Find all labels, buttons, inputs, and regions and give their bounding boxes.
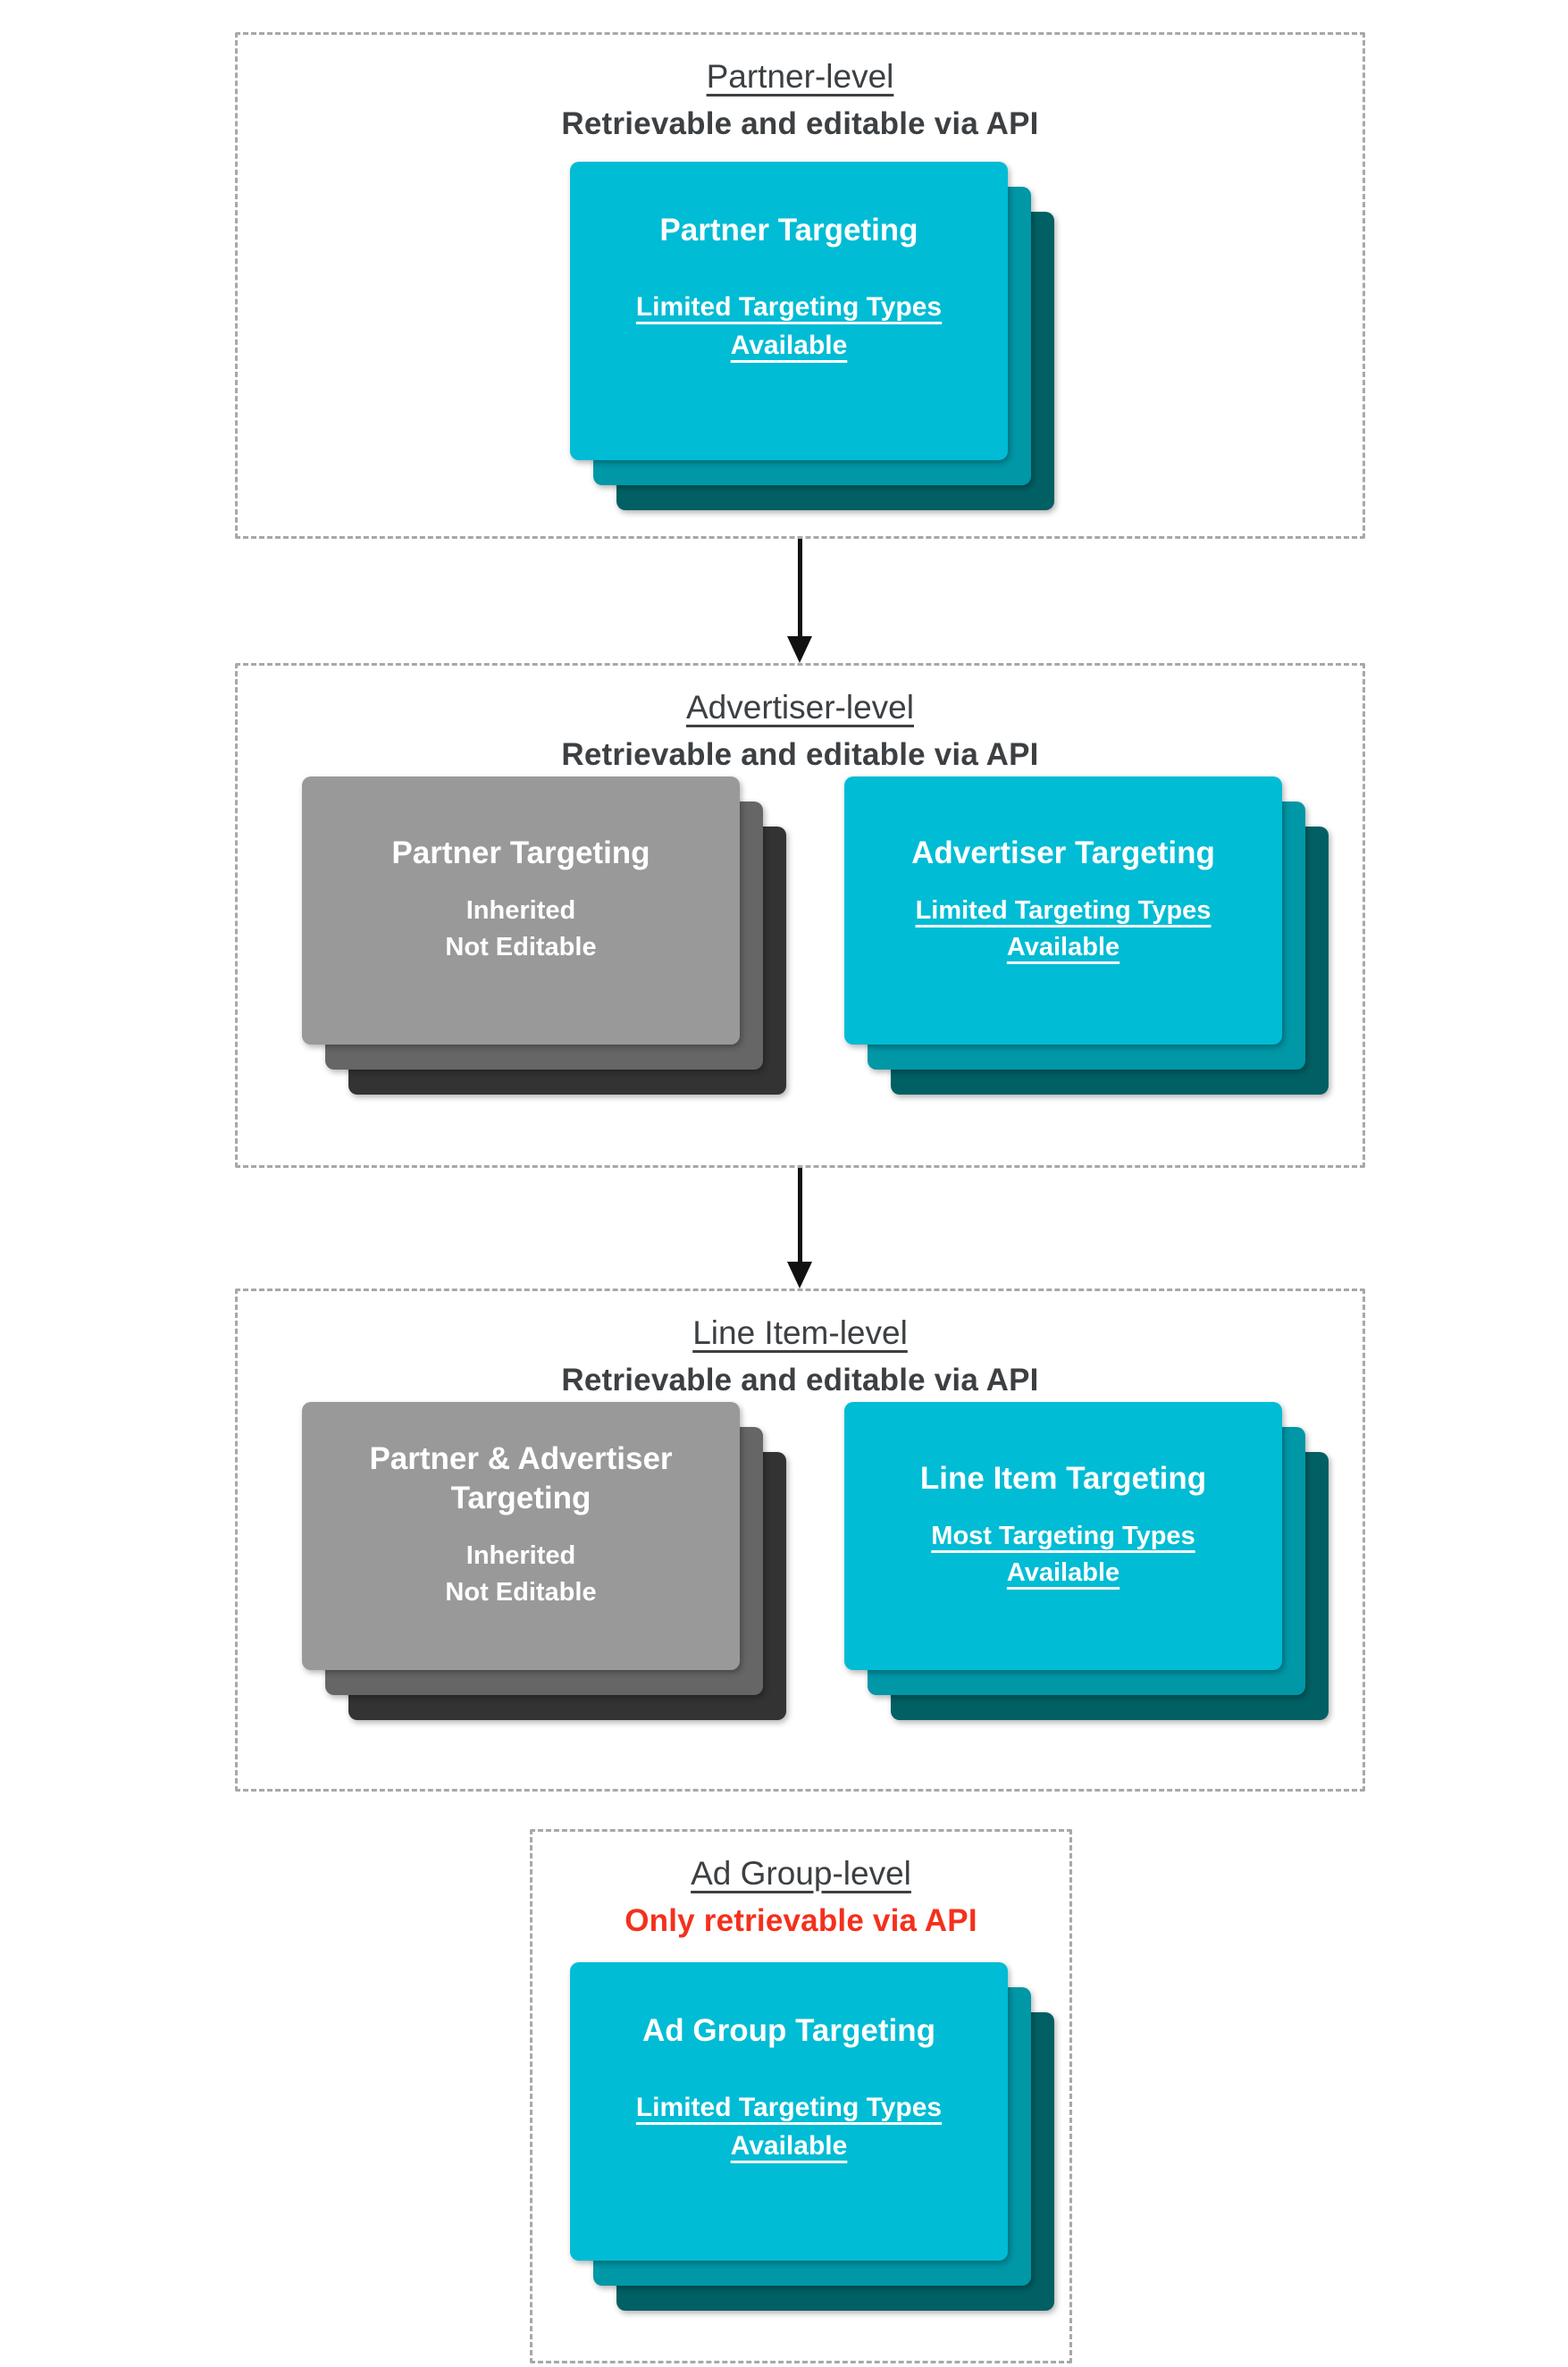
card-advertiser-targeting: Advertiser Targeting Limited Targeting T…: [844, 776, 1282, 1045]
card-stack-inherited-partner-advertiser-targeting: Partner & Advertiser Targeting Inherited…: [302, 1402, 786, 1720]
card-content: Partner & Advertiser Targeting Inherited…: [324, 1440, 717, 1611]
card-subtitle-line: Inherited: [465, 1540, 576, 1570]
card-subtitle: Most Targeting Types Available: [920, 1518, 1206, 1591]
card-title: Partner Targeting: [659, 212, 918, 248]
section-title: Ad Group-level: [691, 1855, 911, 1892]
section-partner-level: Partner-level Retrievable and editable v…: [235, 32, 1365, 539]
arrow-head: [787, 1262, 812, 1288]
card-title: Partner Targeting: [391, 835, 650, 870]
card-content: Partner Targeting Inherited Not Editable: [391, 834, 650, 966]
card-stack-advertiser-targeting: Advertiser Targeting Limited Targeting T…: [844, 776, 1329, 1095]
card-subtitle: Limited Targeting Types Available: [911, 893, 1215, 966]
card-subtitle-line: Limited Targeting Types: [635, 292, 943, 323]
section-subtitle: Retrievable and editable via API: [561, 1363, 1039, 1398]
card-title: Partner & Advertiser Targeting: [369, 1441, 673, 1515]
card-content: Partner Targeting Limited Targeting Type…: [636, 211, 942, 365]
arrow-shaft: [797, 539, 802, 636]
card-stack-ad-group-targeting: Ad Group Targeting Limited Targeting Typ…: [570, 1962, 1054, 2311]
section-line-item-level: Line Item-level Retrievable and editable…: [235, 1288, 1365, 1792]
section-advertiser-level: Advertiser-level Retrievable and editabl…: [235, 663, 1365, 1168]
card-subtitle-line: Not Editable: [445, 932, 597, 961]
card-subtitle-line: Available: [1006, 1557, 1120, 1587]
card-subtitle-line: Not Editable: [445, 1577, 597, 1607]
card-stack-inherited-partner-targeting: Partner Targeting Inherited Not Editable: [302, 776, 786, 1095]
section-subtitle: Only retrievable via API: [625, 1903, 977, 1938]
card-subtitle-line: Available: [730, 330, 848, 360]
arrow-shaft: [797, 1168, 802, 1262]
arrow-advertiser-to-line-item-icon: [786, 1168, 813, 1288]
card-partner-targeting: Partner Targeting Limited Targeting Type…: [570, 162, 1008, 460]
card-subtitle-line: Most Targeting Types: [931, 1521, 1195, 1550]
card-subtitle-line: Available: [1006, 932, 1120, 961]
card-partner-advertiser-targeting-inherited: Partner & Advertiser Targeting Inherited…: [302, 1402, 740, 1670]
section-ad-group-level: Ad Group-level Only retrievable via API …: [530, 1829, 1072, 2363]
card-title: Ad Group Targeting: [642, 2012, 935, 2048]
arrow-head: [787, 636, 812, 663]
section-subtitle: Retrievable and editable via API: [561, 737, 1039, 772]
section-title: Partner-level: [706, 58, 894, 95]
card-subtitle-line: Limited Targeting Types: [915, 895, 1212, 925]
card-subtitle-line: Inherited: [465, 895, 576, 925]
section-subtitle: Retrievable and editable via API: [561, 106, 1039, 141]
card-content: Line Item Targeting Most Targeting Types…: [920, 1459, 1206, 1591]
card-subtitle-line: Limited Targeting Types: [635, 2093, 943, 2123]
card-line-item-targeting: Line Item Targeting Most Targeting Types…: [844, 1402, 1282, 1670]
card-stack-partner-targeting: Partner Targeting Limited Targeting Type…: [570, 162, 1054, 510]
card-subtitle: Inherited Not Editable: [324, 1538, 717, 1611]
card-subtitle-line: Available: [730, 2130, 848, 2161]
card-content: Advertiser Targeting Limited Targeting T…: [911, 834, 1215, 966]
card-stack-line-item-targeting: Line Item Targeting Most Targeting Types…: [844, 1402, 1329, 1720]
card-partner-targeting-inherited: Partner Targeting Inherited Not Editable: [302, 776, 740, 1045]
arrow-partner-to-advertiser-icon: [786, 539, 813, 663]
card-title: Advertiser Targeting: [911, 835, 1215, 870]
card-subtitle: Limited Targeting Types Available: [636, 289, 942, 365]
card-title: Line Item Targeting: [919, 1460, 1207, 1496]
card-content: Ad Group Targeting Limited Targeting Typ…: [636, 2011, 942, 2166]
section-title: Line Item-level: [692, 1314, 908, 1351]
card-subtitle: Inherited Not Editable: [391, 893, 650, 966]
card-ad-group-targeting: Ad Group Targeting Limited Targeting Typ…: [570, 1962, 1008, 2261]
card-subtitle: Limited Targeting Types Available: [636, 2089, 942, 2165]
section-title: Advertiser-level: [686, 689, 914, 726]
